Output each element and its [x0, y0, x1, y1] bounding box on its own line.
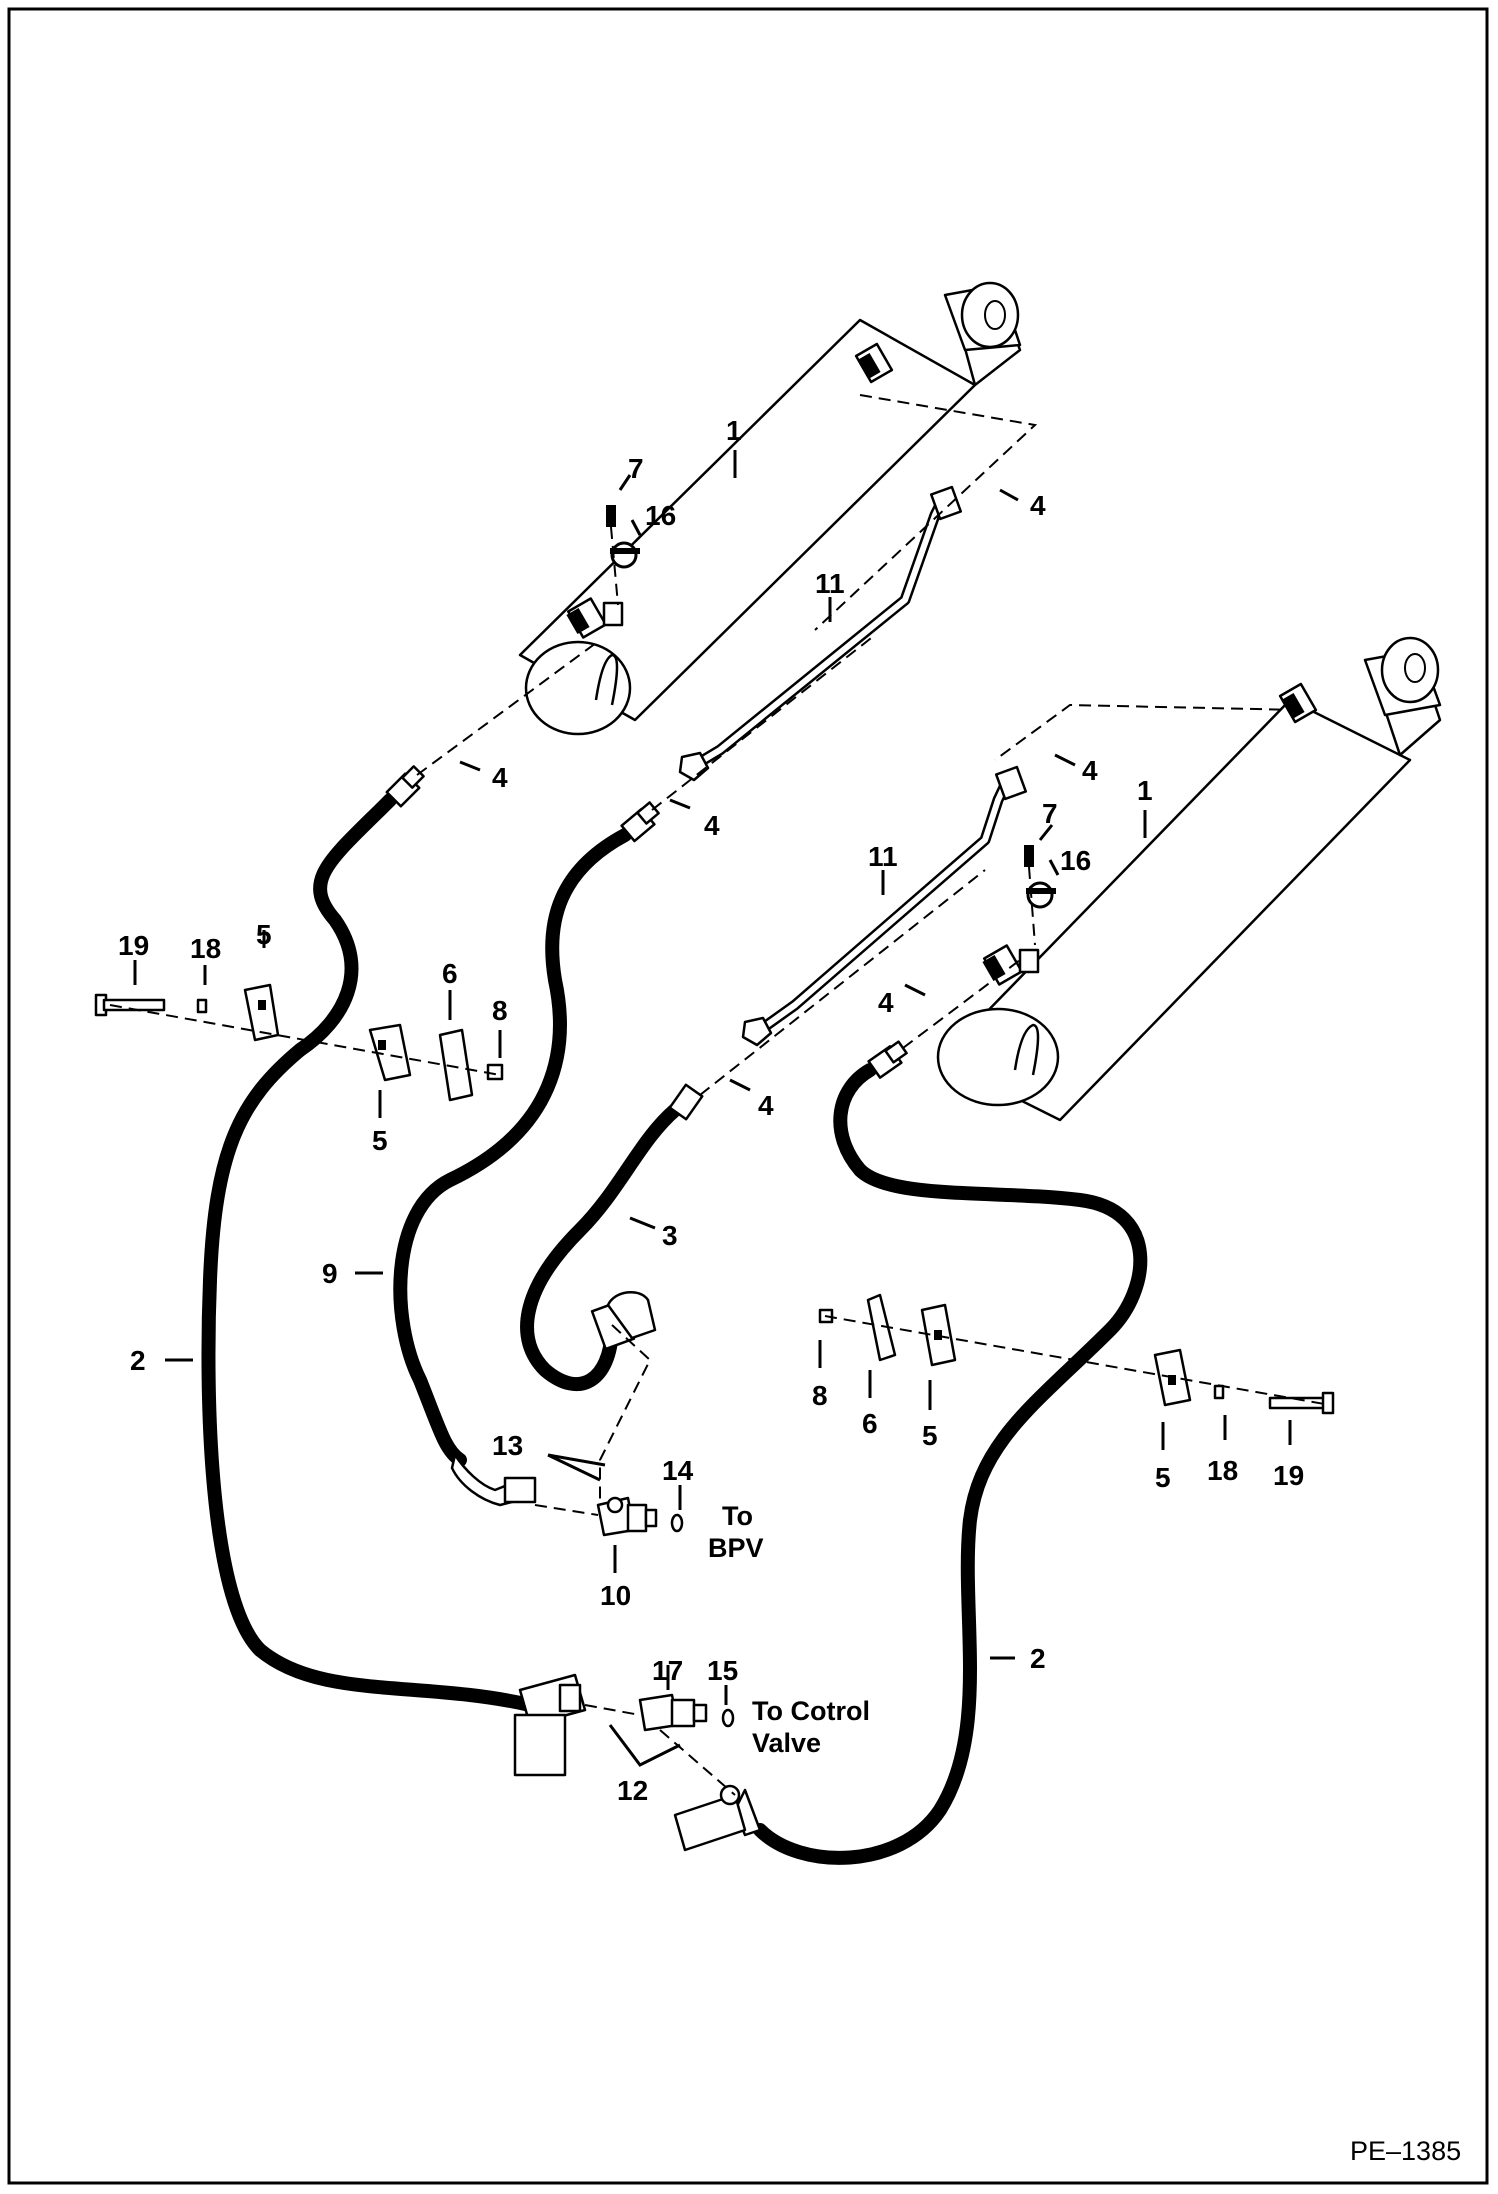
callout-15: 15 [707, 1655, 738, 1686]
callout-5-upper-right: 5 [922, 1420, 938, 1451]
callout-16-left: 16 [645, 500, 676, 531]
callout-3: 3 [662, 1220, 678, 1251]
tube-left [678, 485, 963, 782]
callout-4-left-hose: 4 [492, 762, 508, 793]
callout-6-left: 6 [442, 958, 458, 989]
callout-5-lower-right: 5 [1155, 1462, 1171, 1493]
callout-4-right-tube: 4 [1082, 755, 1098, 786]
callout-13: 13 [492, 1430, 523, 1461]
callout-10: 10 [600, 1580, 631, 1611]
callout-4-right-cyl: 4 [878, 987, 894, 1018]
callout-18-left: 18 [190, 933, 221, 964]
callout-1-left: 1 [726, 415, 742, 446]
callout-16-right: 16 [1060, 845, 1091, 876]
callout-6-right: 6 [862, 1408, 878, 1439]
note-valve-line2: Valve [752, 1728, 821, 1758]
tee-fitting-12 [513, 1673, 762, 1852]
callout-18-right: 18 [1207, 1455, 1238, 1486]
note-bpv-line2: BPV [708, 1533, 764, 1563]
callout-2-left: 2 [130, 1345, 146, 1376]
callout-4-hose-3: 4 [758, 1090, 774, 1121]
hose-fittings [385, 765, 908, 1507]
callout-9: 9 [322, 1258, 338, 1289]
cylinder-left [518, 281, 1022, 736]
callout-14: 14 [662, 1455, 694, 1486]
page-frame [7, 7, 1489, 2185]
callout-5-lower-left: 5 [372, 1125, 388, 1156]
tee-10 [596, 1496, 684, 1537]
note-bpv-line1: To [722, 1501, 753, 1531]
callout-11-left: 11 [815, 568, 845, 599]
callout-7-right: 7 [1042, 798, 1058, 829]
callout-5-upper-left: 5 [256, 919, 272, 950]
tube-right [741, 765, 1028, 1047]
callout-19-right: 19 [1273, 1460, 1304, 1491]
callout-19-left: 19 [118, 930, 149, 961]
alignment-lines [109, 394, 1331, 1796]
hose-2-left [201, 793, 537, 1712]
callout-7-left: 7 [628, 453, 644, 484]
clamp-assembly-right [818, 1293, 1335, 1415]
callout-11-right: 11 [868, 841, 898, 872]
clamp-assembly-left [94, 983, 504, 1102]
callout-4-hose-9: 4 [704, 810, 720, 841]
cylinder-right [936, 636, 1442, 1122]
callout-2-right: 2 [1030, 1643, 1046, 1674]
callout-12: 12 [617, 1775, 648, 1806]
callout-8-left: 8 [492, 995, 508, 1026]
bolt-7-washer-16-left [606, 505, 640, 569]
callout-8-right: 8 [812, 1380, 828, 1411]
note-valve-line1: To Cotrol [752, 1696, 870, 1726]
callout-17: 17 [652, 1655, 683, 1686]
figure-code: PE–1385 [1350, 2136, 1461, 2166]
bolt-7-washer-16-right [1024, 845, 1056, 909]
leader-lines [133, 450, 1292, 1767]
connector-17 [638, 1693, 735, 1732]
hose-3 [520, 1103, 682, 1392]
hose-9 [393, 828, 632, 1467]
callout-4-upper-right: 4 [1030, 490, 1046, 521]
callout-1-right: 1 [1137, 775, 1153, 806]
